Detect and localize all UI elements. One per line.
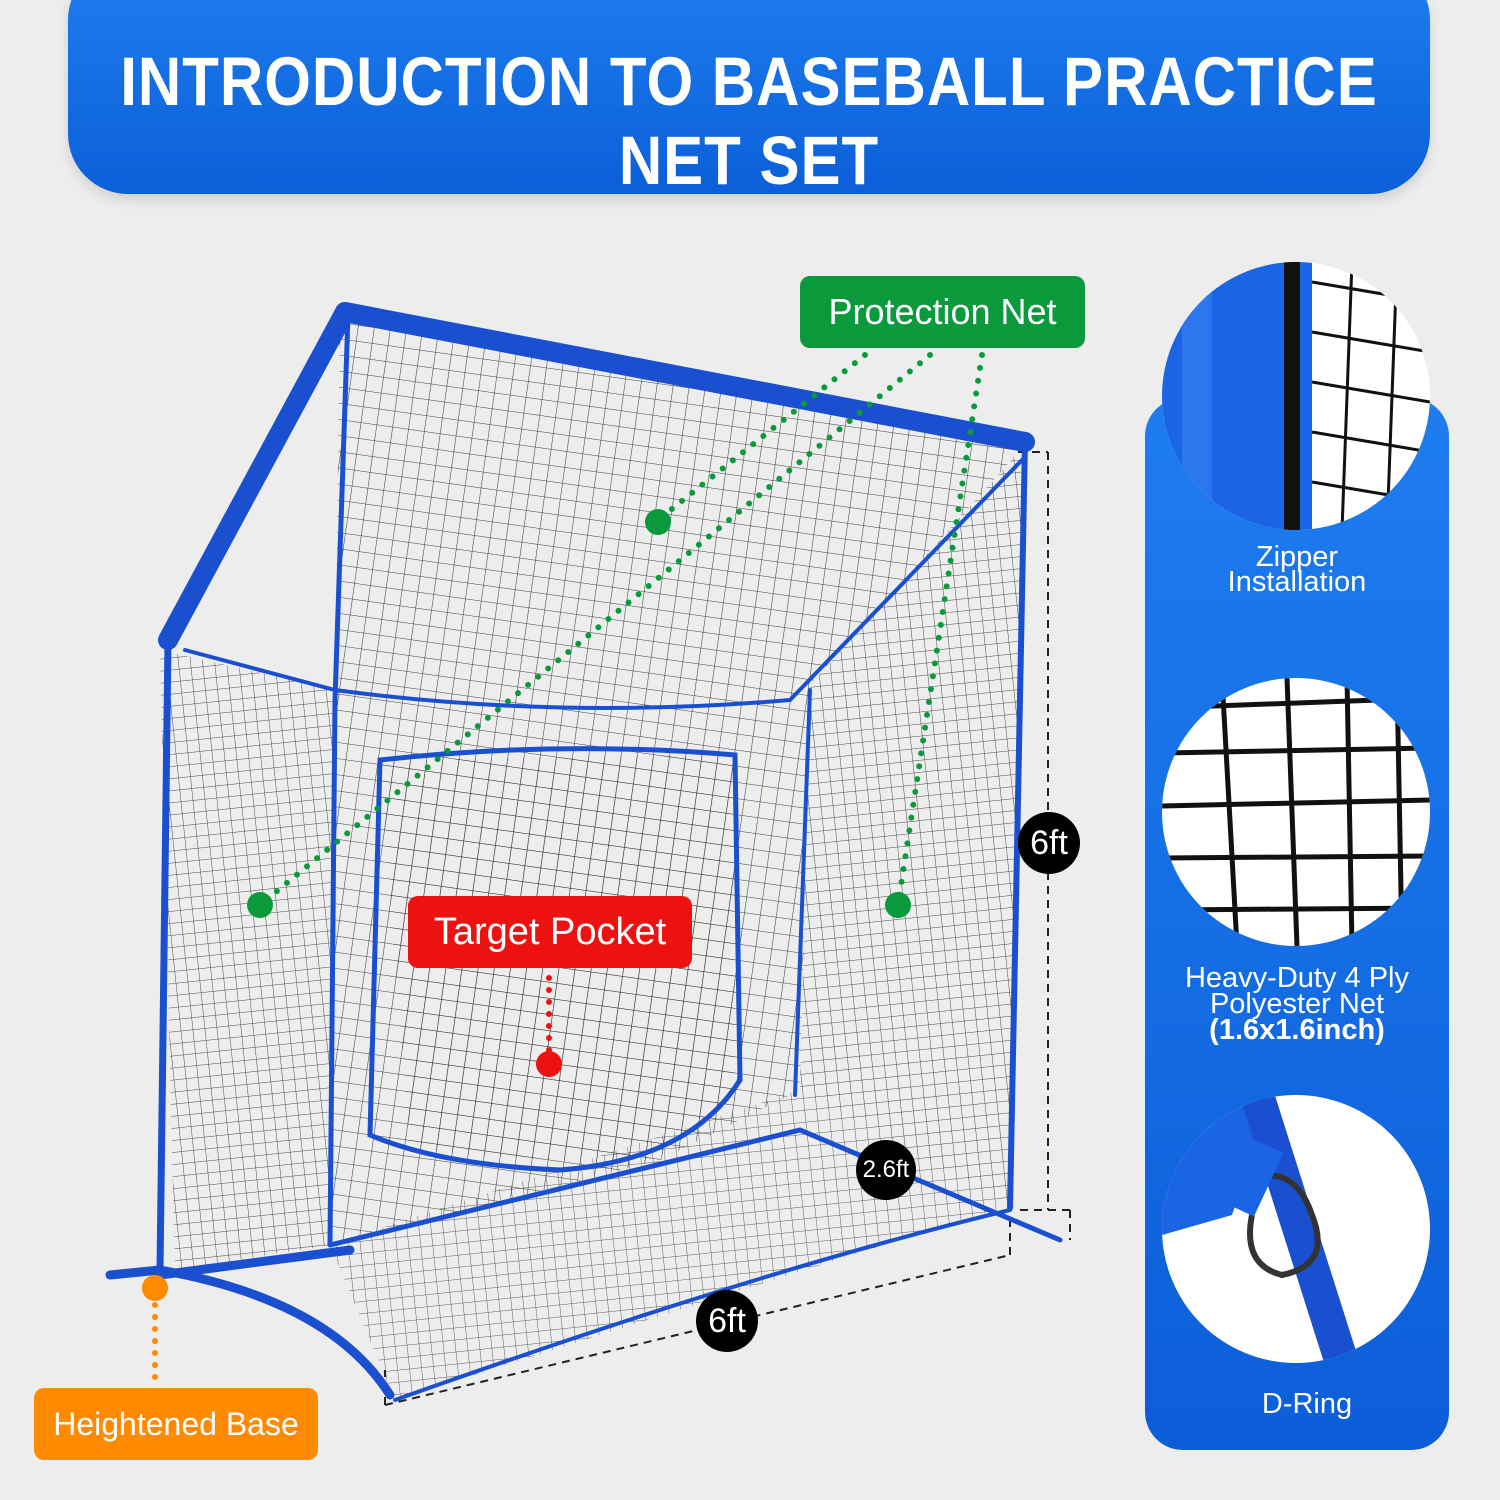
zipper-caption: Zipper Installation [1227,541,1367,598]
d-ring-caption: D-Ring [1261,1388,1353,1420]
net-frame [160,310,1025,1400]
heightened-base-label: Heightened Base [34,1388,318,1460]
frame-tubes [105,302,1063,1402]
target-pocket-label: Target Pocket [408,896,692,968]
net-caption-line1: Heavy-Duty 4 Ply [1184,962,1409,994]
zipper-detail-image [1162,262,1430,530]
net-mesh-detail-image [1162,678,1430,946]
net-caption-line2: Polyester Net [1209,988,1385,1020]
heightened-base-leader [142,1275,168,1381]
protection-net-label: Protection Net [800,276,1085,348]
title-banner [68,0,1430,194]
protection-net-leaders [257,352,985,908]
depth-dimension-badge: 2.6ft [856,1140,916,1200]
net-caption-line3: (1.6x1.6inch) [1209,1014,1385,1046]
d-ring-detail-image [1162,1095,1430,1363]
protection-net-markers [247,509,911,918]
width-dimension-badge: 6ft [696,1290,758,1352]
target-pocket-leader [536,975,562,1077]
height-dimension-badge: 6ft [1018,812,1080,874]
page-title: INTRODUCTION TO BASEBALL PRACTICE NET SE… [120,42,1378,200]
